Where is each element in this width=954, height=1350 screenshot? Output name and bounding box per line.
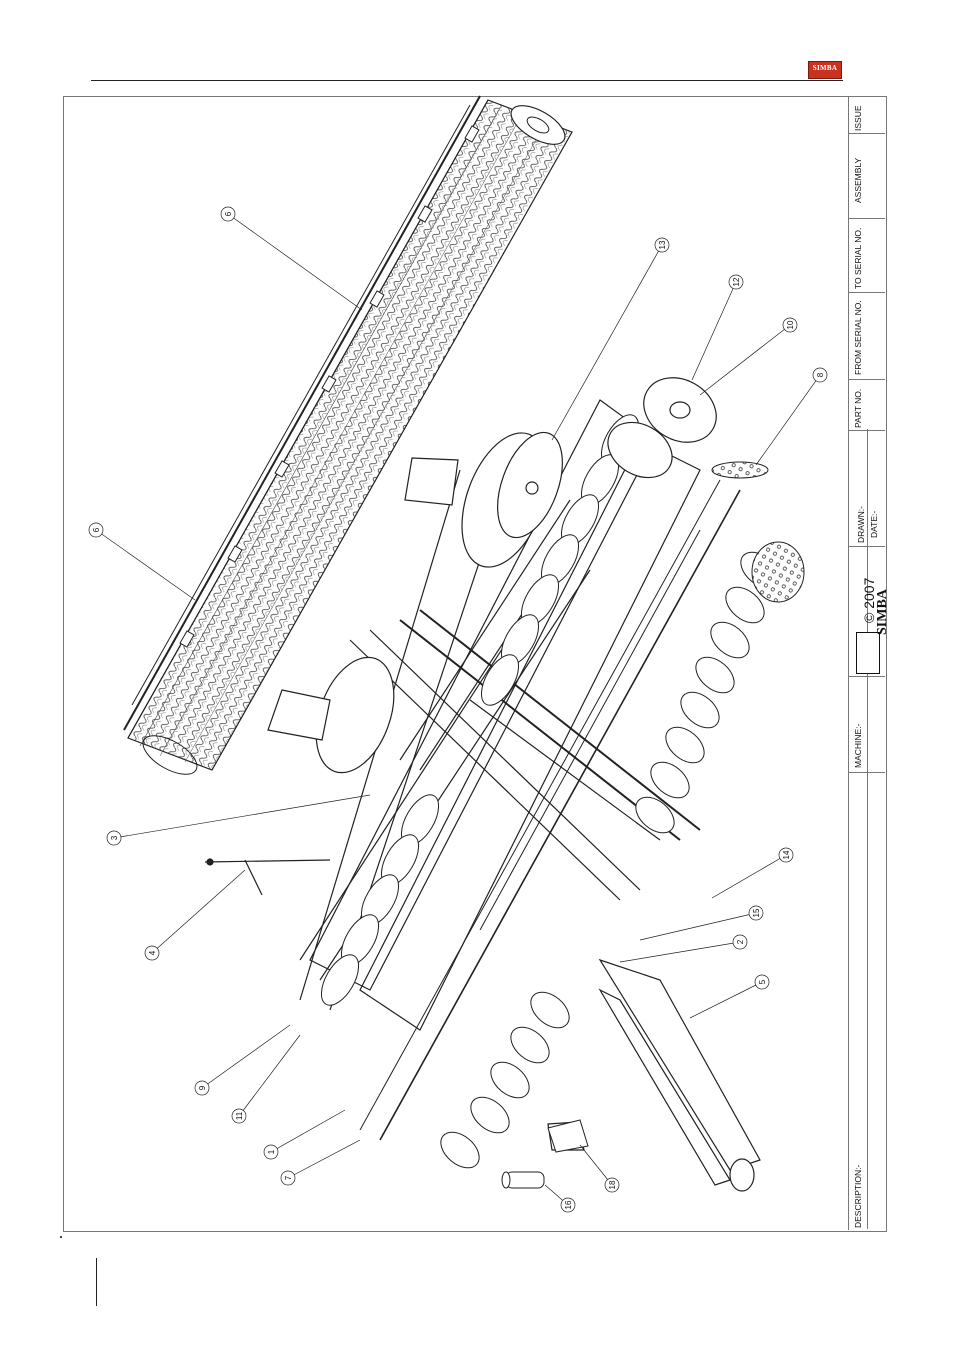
svg-text:6: 6	[224, 211, 233, 216]
callout-15: 15	[749, 906, 763, 920]
svg-text:13: 13	[658, 240, 667, 249]
callout-13: 13	[655, 238, 669, 252]
svg-text:16: 16	[564, 1200, 573, 1209]
callout-18: 18	[605, 1178, 619, 1192]
svg-text:6: 6	[92, 527, 101, 532]
callout-8: 8	[813, 368, 827, 382]
callout-7: 7	[281, 1171, 295, 1185]
svg-text:1: 1	[267, 1149, 276, 1154]
callout-16: 16	[561, 1198, 575, 1212]
toothed-discs	[712, 462, 804, 602]
callout-2: 2	[733, 935, 747, 949]
hose-arm	[205, 859, 330, 895]
svg-text:4: 4	[148, 950, 157, 955]
callout-14: 14	[779, 848, 793, 862]
callout-9: 9	[195, 1081, 209, 1095]
callout-3: 3	[107, 831, 121, 845]
svg-text:12: 12	[732, 277, 741, 286]
svg-text:14: 14	[782, 850, 791, 859]
svg-text:8: 8	[816, 372, 825, 377]
svg-text:7: 7	[284, 1175, 293, 1180]
callout-10: 10	[783, 318, 797, 332]
svg-text:5: 5	[758, 979, 767, 984]
callout-12: 12	[729, 275, 743, 289]
svg-text:18: 18	[608, 1180, 617, 1189]
svg-text:3: 3	[110, 835, 119, 840]
svg-text:11: 11	[235, 1111, 244, 1120]
callout-11: 11	[232, 1109, 246, 1123]
grease-canister	[502, 1172, 544, 1188]
svg-text:2: 2	[736, 939, 745, 944]
callout-4: 4	[145, 946, 159, 960]
callout-6a: 6	[221, 207, 235, 221]
callout-1: 1	[264, 1145, 278, 1159]
svg-text:15: 15	[752, 908, 761, 917]
callout-6b: 6	[89, 523, 103, 537]
svg-text:10: 10	[786, 320, 795, 329]
front-discs	[434, 545, 786, 1175]
svg-text:9: 9	[198, 1085, 207, 1090]
callout-5: 5	[755, 975, 769, 989]
